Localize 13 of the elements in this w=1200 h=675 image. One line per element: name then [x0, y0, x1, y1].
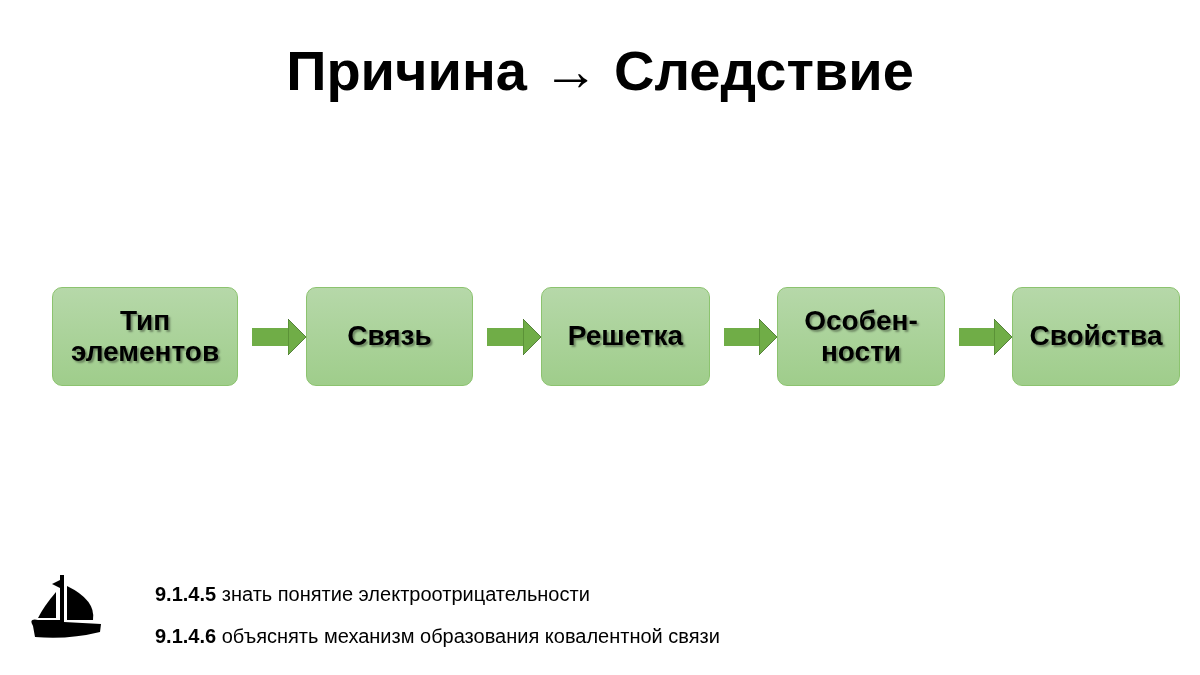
box-label: Связь	[346, 321, 433, 352]
process-box	[541, 287, 710, 386]
box-label: Тип элементов	[69, 305, 221, 368]
objective-text: 9.1.4.5 знать понятие электроотрицательности	[155, 583, 590, 606]
process-box	[306, 287, 473, 386]
process-box	[777, 287, 945, 386]
box-label: Решетка	[566, 321, 685, 352]
box-label: Особен- ности	[803, 305, 919, 368]
title: Причина → Следствие	[285, 38, 915, 103]
process-box	[52, 287, 238, 386]
objective-text: 9.1.4.6 объяснять механизм образования ковалентной связи	[155, 625, 720, 648]
box-label: Свойства	[1028, 321, 1164, 352]
process-box	[1012, 287, 1180, 386]
